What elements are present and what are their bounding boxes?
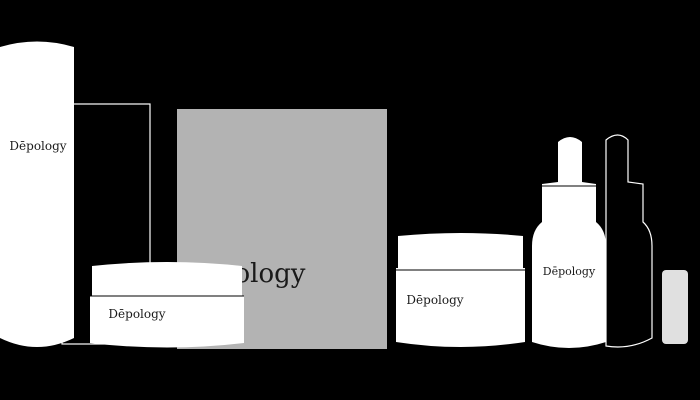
right-jar-brand-label: Dēpology — [406, 293, 463, 307]
dropper-bottle — [532, 137, 606, 348]
dropper-bottle-brand-label: Dēpology — [543, 265, 596, 278]
gift-box-brand-label: ology — [235, 259, 306, 289]
tall-bottle-brand-label: Dēpology — [9, 139, 66, 153]
tall-bottle — [0, 41, 74, 347]
right-jar — [396, 233, 525, 347]
back-dropper-bottle-outline — [605, 134, 653, 348]
small-vial — [662, 270, 688, 344]
short-jar — [90, 262, 244, 348]
short-jar-brand-label: Dēpology — [108, 307, 165, 321]
